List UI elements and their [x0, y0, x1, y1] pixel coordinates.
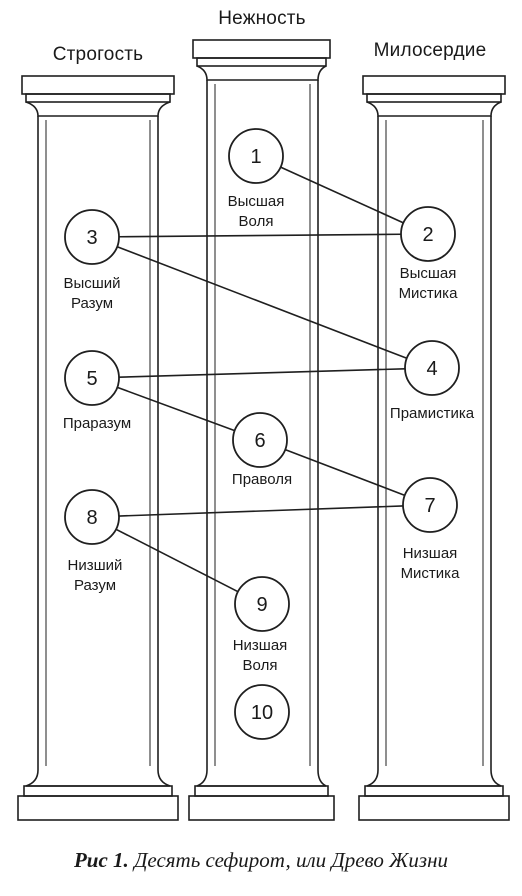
sefira-label: Низшая [403, 545, 458, 562]
path-8-7 [118, 505, 404, 517]
sefira-number: 1 [250, 146, 261, 168]
sefira-label: Прамистика [390, 405, 475, 422]
pillar-title-center: Нежность [218, 8, 306, 29]
sefira-circle [232, 412, 288, 468]
sefira-circle [64, 350, 120, 406]
sefira-number: 7 [424, 495, 435, 517]
path-3-2 [118, 233, 402, 238]
path-3-4 [116, 245, 408, 360]
pillar-title-left: Строгость [52, 44, 144, 65]
pillars [17, 39, 510, 821]
sefira-number: 10 [251, 702, 273, 724]
sefira-label: Низший [68, 557, 123, 574]
sefira-circle [64, 489, 120, 545]
sefira-number: 3 [86, 227, 97, 249]
sefira-number: 2 [422, 224, 433, 246]
caption-text: Десять сефирот, или Древо Жизни [134, 848, 448, 872]
sefira-number: 9 [256, 594, 267, 616]
pillar-left [17, 75, 179, 821]
sefira-circle [400, 206, 456, 262]
path-8-9 [115, 528, 239, 593]
sefira-label: Воля [239, 213, 274, 230]
sefira-circle [402, 477, 458, 533]
paths [115, 166, 408, 593]
sefira-number: 6 [254, 430, 265, 452]
sefira-label: Воля [243, 657, 278, 674]
sefira-circle [234, 576, 290, 632]
sefira-circle [64, 209, 120, 265]
path-1-2 [280, 166, 404, 224]
sefira-10: 10 [234, 684, 290, 740]
figure-caption: Рис 1. Десять сефирот, или Древо Жизни [0, 848, 522, 873]
caption-prefix: Рис 1. [73, 848, 129, 872]
sefira-label: Разум [71, 295, 113, 312]
sefira-label: Разум [74, 577, 116, 594]
path-6-7 [284, 448, 406, 497]
sefira-label: Высший [63, 275, 120, 292]
sefira-number: 5 [86, 368, 97, 390]
sefira-circle [234, 684, 290, 740]
sefira-label: Мистика [399, 285, 459, 302]
path-5-4 [118, 367, 406, 379]
path-5-6 [117, 386, 235, 432]
pillar-right [358, 75, 510, 821]
sefira-label: Праволя [232, 471, 292, 488]
pillar-center [188, 39, 335, 821]
sefira-number: 8 [86, 507, 97, 529]
sefira-circle [228, 128, 284, 184]
pillar-title-right: Милосердие [373, 40, 487, 61]
sefira-label: Высшая [228, 193, 285, 210]
sefira-label: Высшая [400, 265, 457, 282]
sefira-label: Низшая [233, 637, 288, 654]
sefira-circle [404, 340, 460, 396]
sefira-label: Мистика [401, 565, 461, 582]
sefira-number: 4 [426, 358, 437, 380]
sefirot-nodes: 1ВысшаяВоля2ВысшаяМистика3ВысшийРазум4Пр… [63, 128, 475, 740]
sefira-label: Праразум [63, 415, 131, 432]
